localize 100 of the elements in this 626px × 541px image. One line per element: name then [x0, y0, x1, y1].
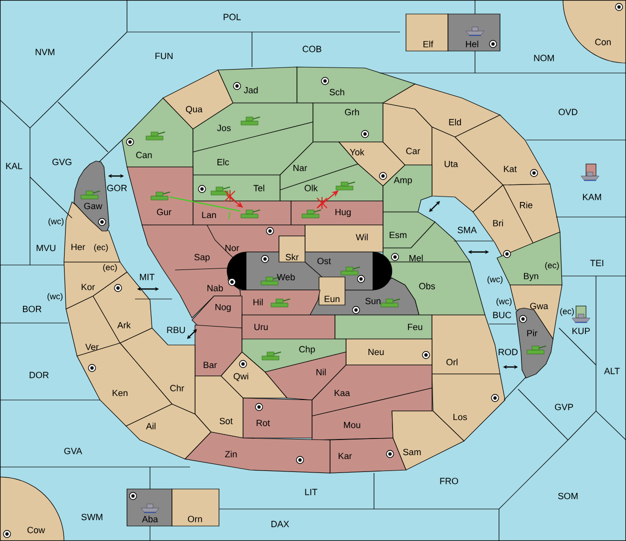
territory-label: Jad: [244, 86, 258, 94]
territory-label: DOR: [30, 372, 49, 378]
territory-label: Olk: [304, 184, 318, 192]
territory-label: BOR: [23, 306, 42, 312]
territory-label: Lan: [202, 212, 216, 218]
territory-label: Kar: [338, 452, 352, 460]
territory-label: GVP: [554, 404, 574, 410]
territory-label: Feu: [408, 324, 422, 330]
territory-label: Gaw: [84, 202, 102, 210]
coast-label: (wc): [48, 293, 62, 301]
territory-label: ALT: [604, 368, 620, 374]
tank-icon: [302, 210, 322, 218]
coast-label: (ec): [560, 308, 574, 316]
territory-label: Pir: [527, 330, 538, 336]
territory-label: ROD: [498, 348, 518, 356]
territory-label: Uru: [254, 324, 268, 330]
territory-label: Nil: [316, 368, 326, 376]
tank-icon: [210, 186, 230, 196]
territory-label: KAM: [583, 194, 602, 200]
territory-label: COB: [302, 46, 322, 52]
territory-label: Ail: [146, 422, 156, 430]
territory-label: NVM: [36, 48, 54, 56]
territory-label: DAX: [272, 520, 290, 528]
territory-label: Gwa: [530, 302, 548, 310]
territory-label: Chr: [170, 384, 184, 392]
territory-label: Ken: [112, 390, 128, 396]
territory-label: MIT: [140, 274, 155, 280]
territory-label: GOR: [107, 184, 127, 192]
territory-label: NOM: [534, 54, 554, 62]
territory-label: Nog: [215, 304, 231, 312]
territory-label: Bri: [493, 220, 503, 226]
coast-label: (wc): [496, 298, 512, 306]
territory-label: Nor: [226, 244, 240, 252]
coast-label: (ec): [103, 264, 117, 272]
territory-label: SMA: [458, 226, 477, 234]
territory-label: Hil: [254, 298, 263, 306]
territory-label: GVG: [52, 158, 72, 166]
territory-label: TEI: [590, 260, 604, 266]
territory-label: Hel: [466, 40, 478, 48]
territory-label: Hug: [335, 208, 351, 218]
territory-label: Amp: [394, 176, 412, 186]
coast-label: (ec): [545, 262, 559, 270]
territory-label: Nab: [207, 284, 223, 292]
territory-label: GVA: [64, 448, 82, 454]
territory-label: Elc: [218, 158, 230, 166]
territory-label: Kor: [82, 284, 95, 290]
territory-label: Gur: [156, 208, 172, 216]
territory-label: Neu: [368, 348, 384, 356]
territory-label: Esm: [390, 232, 406, 238]
territory-label: KAL: [6, 162, 22, 170]
territory-label: Sam: [403, 448, 421, 456]
territory-label: Tel: [253, 184, 264, 192]
territory-label: Orn: [188, 516, 202, 522]
territory-label: Mel: [410, 254, 423, 262]
coast-label: (wc): [48, 218, 64, 226]
territory-label: BUC: [493, 312, 512, 318]
territory-label: Eun: [324, 296, 340, 302]
territory-label: Zin: [225, 450, 237, 458]
territory-label: Can: [136, 152, 152, 158]
territory-label: Kat: [504, 166, 517, 172]
territory-label: Skr: [286, 254, 299, 260]
coast-label: (ec): [94, 244, 108, 252]
territory-label: MVU: [36, 244, 56, 252]
territory-label: Bar: [204, 362, 217, 368]
territory-label: Sun: [365, 298, 380, 304]
territory-label: LIT: [305, 488, 318, 496]
territory-label: Qua: [186, 106, 202, 114]
tank-icon: [336, 182, 356, 190]
territory-label: RBU: [167, 326, 185, 334]
territory-label: Qwi: [234, 372, 248, 382]
territory-label: Rie: [520, 202, 532, 208]
territory-label: Con: [595, 38, 611, 46]
territory-label: FUN: [156, 52, 173, 60]
territory-label: Byn: [524, 272, 538, 282]
territory-label: Jos: [217, 124, 231, 132]
territory-label: Obs: [419, 282, 435, 290]
territory-label: Cow: [27, 526, 46, 534]
territory-label: Los: [454, 414, 467, 420]
territory-label: Orl: [446, 358, 458, 366]
territory-label: POL: [224, 14, 241, 20]
territory-label: Ark: [117, 322, 131, 328]
tank-icon: [150, 192, 170, 200]
tank-icon: [240, 210, 260, 218]
territory-label: Yok: [350, 148, 364, 156]
territory-label: Sch: [330, 88, 344, 96]
territory-label: Kaa: [334, 390, 350, 396]
territory-label: Mou: [344, 422, 360, 428]
territory-label: Sap: [194, 254, 210, 262]
territory-label: Wil: [356, 234, 368, 240]
territory-label: Ver: [85, 344, 99, 350]
territory-label: Rot: [256, 420, 270, 426]
territory-label: Elf: [424, 40, 434, 48]
territory-label: Eld: [449, 118, 461, 126]
coast-label: (wc): [488, 276, 502, 284]
territory-label: SWM: [81, 514, 102, 520]
territory-label: Car: [406, 148, 420, 154]
territory-label: Aba: [142, 516, 158, 522]
territory-label: Web: [276, 274, 295, 280]
territory-label: OVD: [558, 108, 578, 116]
territory-label: Sot: [220, 418, 233, 424]
